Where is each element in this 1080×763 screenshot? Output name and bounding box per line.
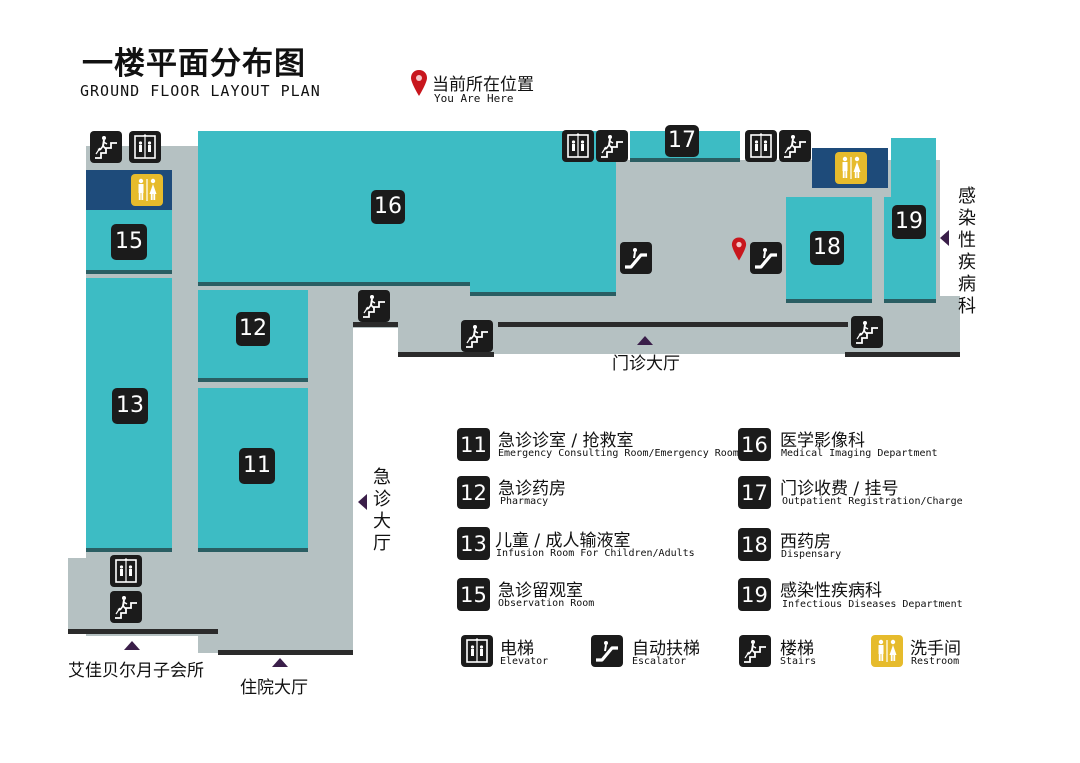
legend-label-cn: 楼梯	[780, 639, 814, 659]
location-pin-icon	[411, 70, 427, 96]
elevator-icon	[110, 555, 142, 587]
legend-badge-13: 13	[457, 527, 490, 560]
legend-label-cn: 急诊药房	[498, 479, 566, 499]
elevator-icon	[129, 131, 161, 163]
elevator-icon	[745, 130, 777, 162]
legend-label-en: Escalator	[632, 656, 687, 667]
room-badge-17: 17	[665, 125, 699, 157]
legend-label-en: Pharmacy	[500, 496, 549, 507]
legend-label-en: Infectious Diseases Department	[782, 599, 963, 610]
room-badge-19: 19	[892, 205, 926, 239]
elevator-icon	[562, 130, 594, 162]
room-badge-11: 11	[239, 448, 275, 484]
stairs-icon	[90, 131, 122, 163]
legend-label-en: Stairs	[780, 656, 817, 667]
legend-label-en: Restroom	[911, 656, 960, 667]
legend-label-en: Infusion Room For Children/Adults	[496, 548, 695, 559]
legend-label-cn: 感染性疾病科	[780, 581, 882, 601]
legend-label-cn: 洗手间	[910, 639, 961, 659]
entrance-arrow-icon	[124, 641, 140, 650]
elevator-icon	[461, 635, 493, 667]
infectious-dept-label: 感染性疾病科	[958, 186, 976, 317]
you-are-here-cn: 当前所在位置	[432, 75, 534, 95]
entrance-arrow-icon	[637, 336, 653, 345]
location-pin-icon	[731, 237, 747, 261]
room-badge-12: 12	[236, 312, 270, 346]
legend-badge-16: 16	[738, 428, 771, 461]
legend-label-en: Outpatient Registration/Charge	[782, 496, 963, 507]
restroom-icon	[871, 635, 903, 667]
legend-label-cn: 门诊收费 / 挂号	[780, 479, 899, 499]
room-badge-16: 16	[371, 190, 405, 224]
stairs-icon	[596, 130, 628, 162]
legend-label-cn: 自动扶梯	[632, 639, 700, 659]
stairs-icon	[779, 130, 811, 162]
legend-label-en: Observation Room	[498, 598, 595, 609]
legend-badge-18: 18	[738, 528, 771, 561]
legend-label-en: Medical Imaging Department	[781, 448, 938, 459]
legend-label-cn: 儿童 / 成人输液室	[495, 531, 631, 551]
escalator-icon	[591, 635, 623, 667]
room-16-ext	[470, 270, 616, 294]
room-19-top	[891, 138, 936, 198]
corridor-bottom-left	[68, 558, 218, 632]
room-16	[198, 131, 616, 284]
legend-label-cn: 急诊留观室	[498, 581, 583, 601]
you-are-here-en: You Are Here	[434, 92, 514, 105]
outpatient-hall-label: 门诊大厅	[612, 354, 680, 374]
legend-label-en: Dispensary	[781, 549, 842, 560]
stairs-icon	[358, 290, 390, 322]
legend-badge-15: 15	[457, 578, 490, 611]
stairs-icon	[110, 591, 142, 623]
stairs-icon	[851, 316, 883, 348]
legend-badge-19: 19	[738, 578, 771, 611]
restroom-icon	[131, 174, 163, 206]
maternity-label: 艾佳贝尔月子会所	[68, 661, 204, 681]
escalator-icon	[620, 242, 652, 274]
escalator-icon	[750, 242, 782, 274]
legend-badge-11: 11	[457, 428, 490, 461]
legend-badge-17: 17	[738, 476, 771, 509]
page-title: 一楼平面分布图	[82, 46, 306, 82]
entrance-arrow-icon	[358, 494, 367, 510]
restroom-icon	[835, 152, 867, 184]
legend-badge-12: 12	[457, 476, 490, 509]
legend-label-en: Elevator	[500, 656, 549, 667]
legend-label-cn: 电梯	[500, 639, 534, 659]
entrance-arrow-icon	[940, 230, 949, 246]
stairs-icon	[461, 320, 493, 352]
legend-label-cn: 急诊诊室 / 抢救室	[498, 431, 634, 451]
legend-label-cn: 西药房	[780, 532, 831, 552]
room-badge-18: 18	[810, 231, 844, 265]
legend-label-cn: 医学影像科	[780, 431, 865, 451]
entrance-arrow-icon	[272, 658, 288, 667]
page-subtitle: GROUND FLOOR LAYOUT PLAN	[80, 82, 321, 100]
inpatient-hall-label: 住院大厅	[240, 678, 308, 698]
legend-label-en: Emergency Consulting Room/Emergency Room	[498, 448, 739, 459]
room-badge-13: 13	[112, 388, 148, 424]
room-badge-15: 15	[111, 224, 147, 260]
emergency-hall-label: 急诊大厅	[373, 467, 391, 554]
stairs-icon	[739, 635, 771, 667]
